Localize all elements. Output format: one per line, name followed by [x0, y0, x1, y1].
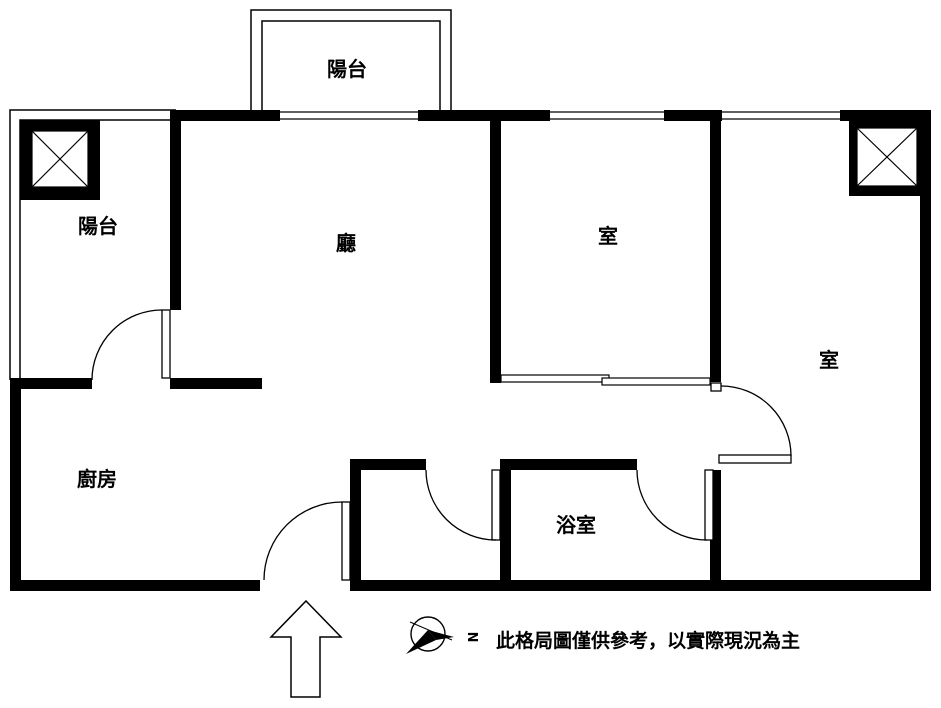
up-arrow-icon	[269, 599, 343, 698]
doors	[91, 309, 792, 581]
windows	[280, 111, 840, 120]
disclaimer-note: 此格局圖僅供參考，以實際現況為主	[496, 629, 800, 652]
label-living-room: 廳	[336, 231, 356, 255]
north-marker: N	[467, 632, 482, 643]
label-balcony-left: 陽台	[78, 214, 118, 238]
ventilation-shaft-left	[20, 120, 100, 200]
label-bathroom: 浴室	[556, 513, 596, 537]
label-bedroom-right: 室	[819, 348, 839, 372]
sliding-door	[500, 374, 711, 386]
label-balcony-top: 陽台	[327, 57, 367, 81]
label-kitchen: 廚房	[77, 467, 117, 491]
label-bedroom-middle: 室	[598, 224, 618, 248]
walls	[10, 110, 931, 591]
ventilation-shaft-right	[849, 120, 925, 196]
compass-icon	[406, 616, 454, 654]
top-balcony	[250, 9, 452, 111]
